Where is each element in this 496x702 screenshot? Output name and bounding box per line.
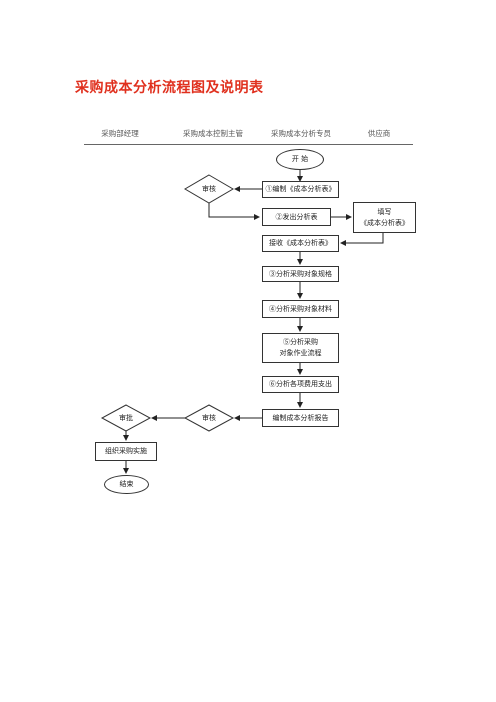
analyze-expenses-step: ⑥分析各项费用支出 [262, 376, 339, 393]
receive-table-step: 接收《成本分析表》 [262, 235, 339, 252]
lane-header-purchasing-manager: 采购部经理 [101, 129, 139, 138]
lane-header-rule [84, 144, 413, 145]
lane-header-cost-analyst: 采购成本分析专员 [271, 129, 331, 138]
lane-header-supplier: 供应商 [367, 129, 391, 138]
end-terminal: 结束 [104, 475, 149, 494]
compile-report-step: 编制成本分析报告 [262, 409, 339, 427]
approve-label: 审批 [119, 414, 133, 422]
start-terminal: 开 始 [276, 149, 324, 170]
organize-purchase-step: 组织采购实施 [95, 442, 157, 461]
review-2-label: 审核 [202, 414, 216, 422]
analyze-materials-step: ④分析采购对象材料 [262, 300, 339, 318]
compile-cost-table-step: ①编制《成本分析表》 [262, 181, 339, 198]
fill-table-step: 填写 《成本分析表》 [353, 202, 416, 233]
review-2-diamond [183, 404, 235, 432]
analyze-specs-step: ③分析采购对象规格 [262, 266, 339, 282]
review-1-label: 审核 [202, 185, 216, 193]
issue-table-step: ②发出分析表 [262, 208, 331, 226]
page-title: 采购成本分析流程图及说明表 [75, 80, 264, 96]
lane-header-cost-control-supervisor: 采购成本控制主管 [183, 129, 243, 138]
analyze-process-step: ⑤分析采购 对象作业流程 [262, 333, 339, 363]
